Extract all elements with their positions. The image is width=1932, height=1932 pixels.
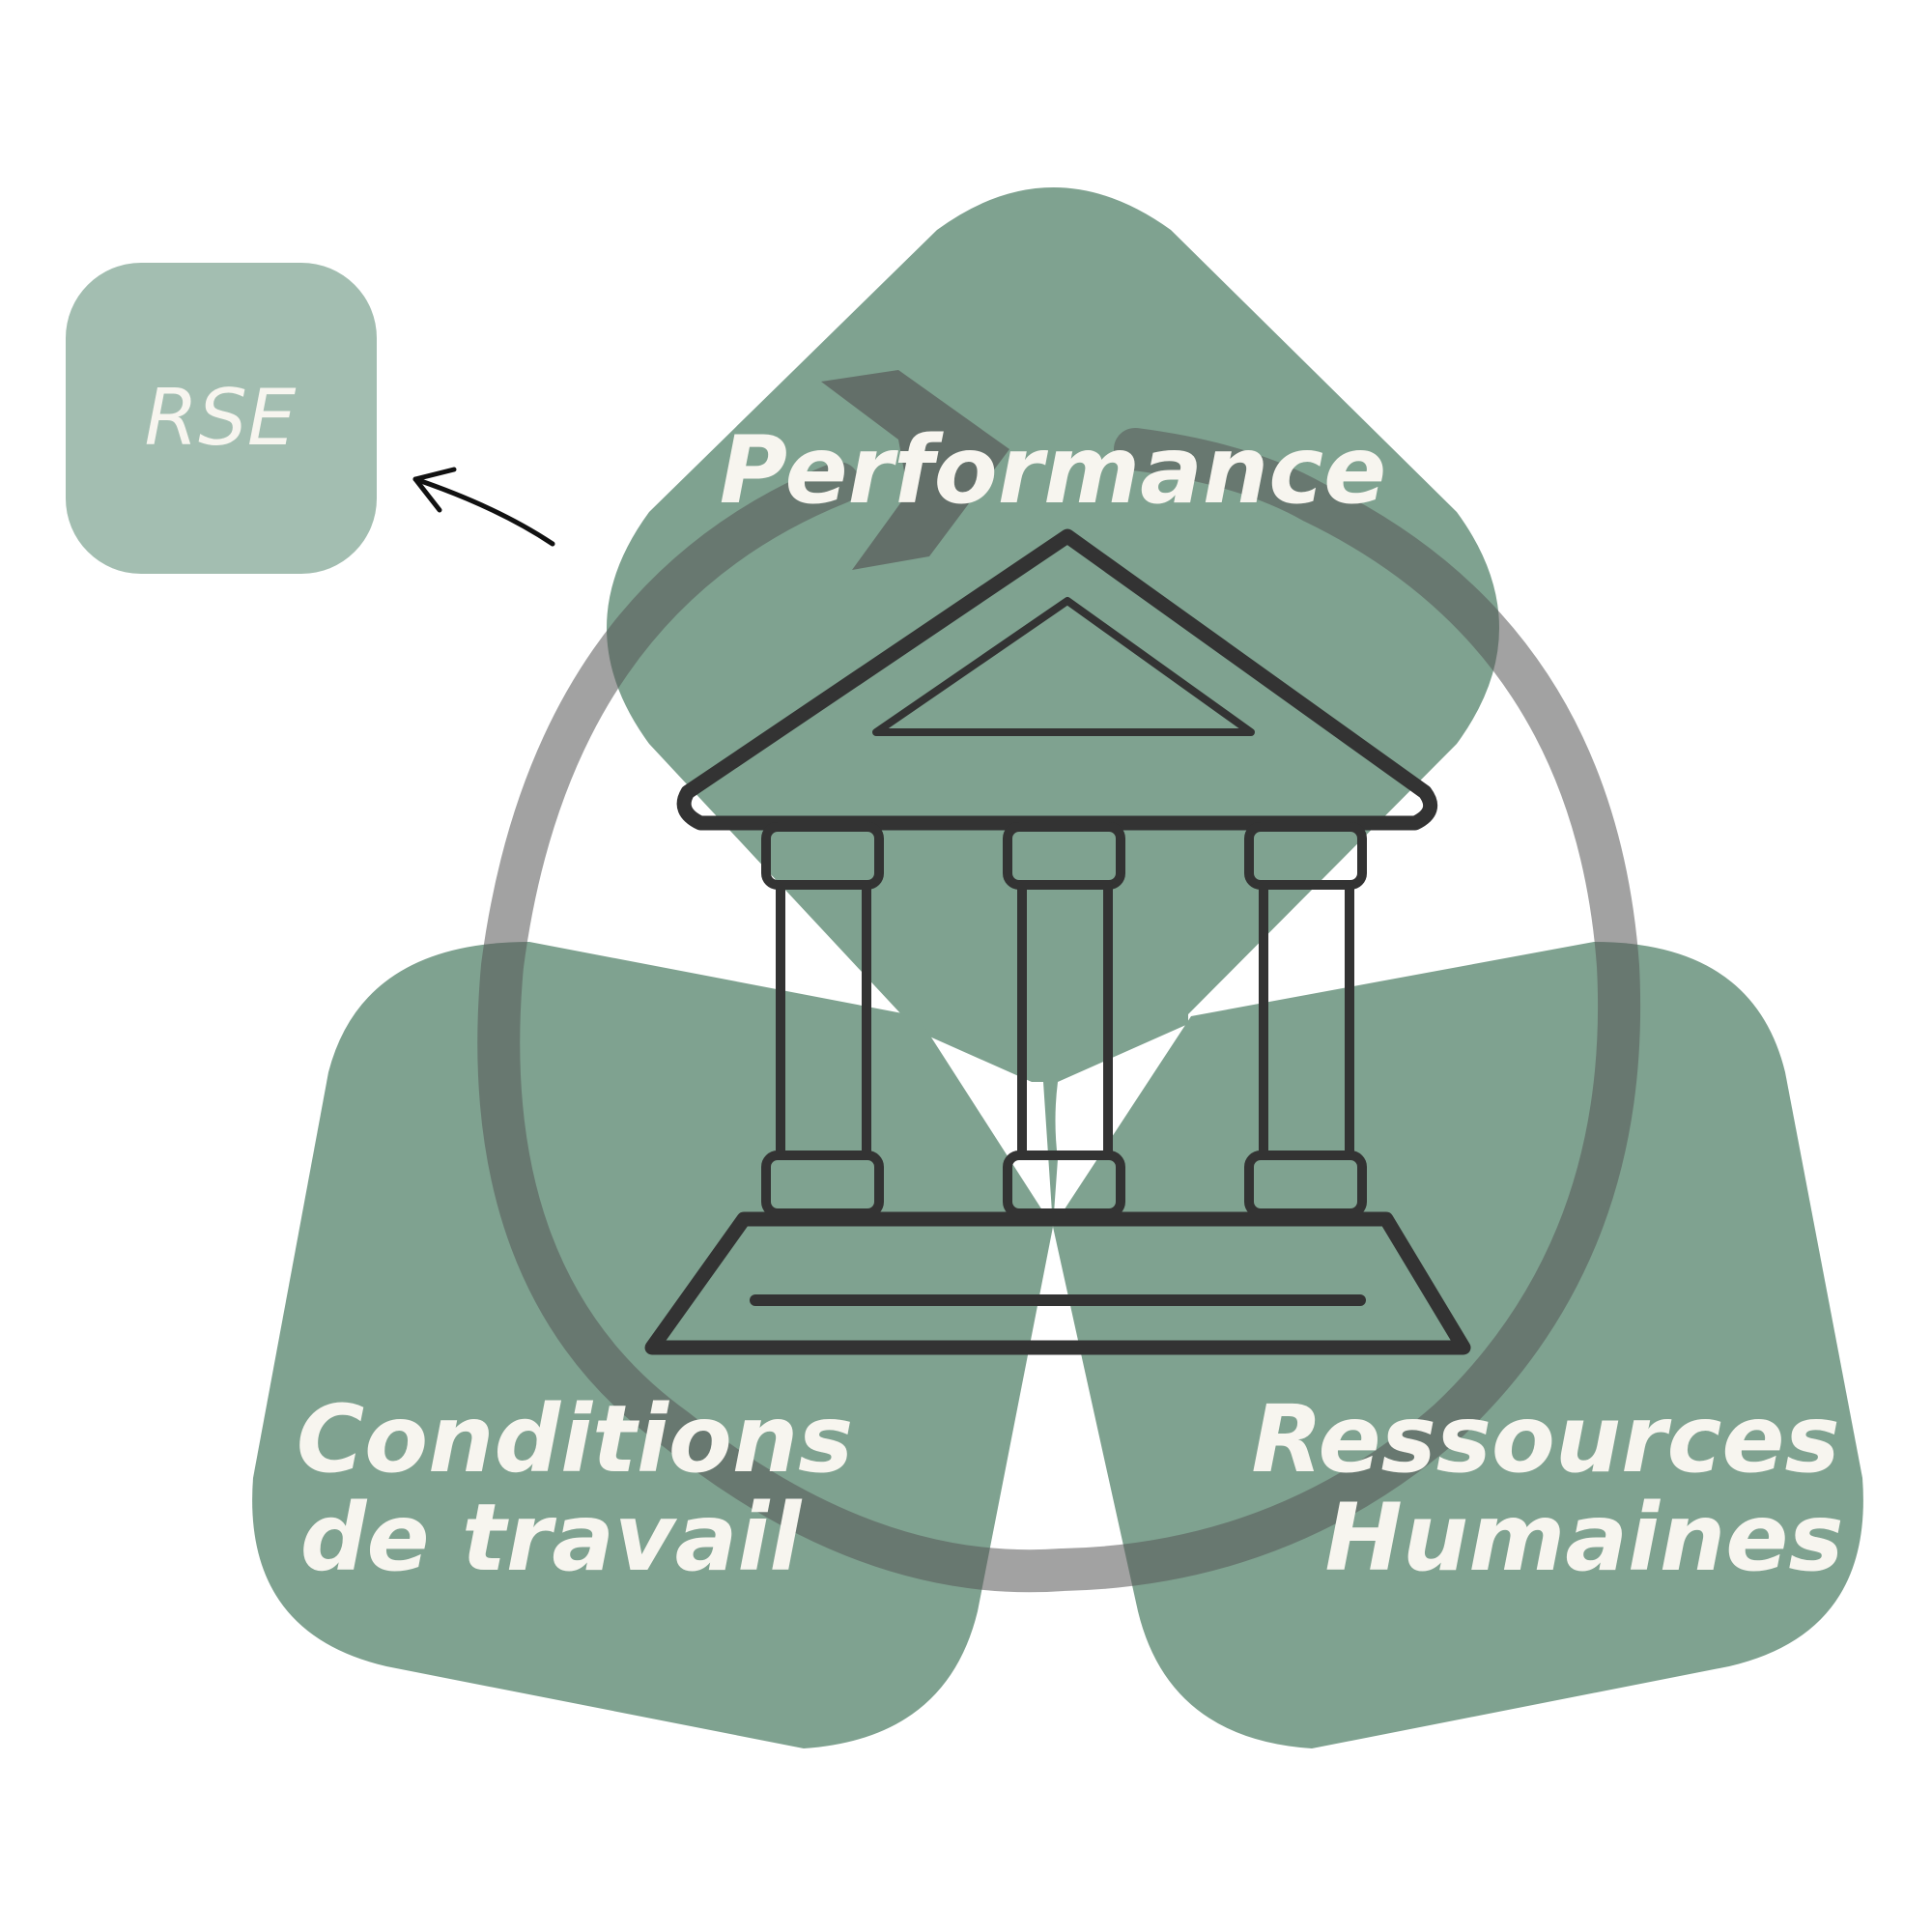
curved-arrow-icon — [412, 467, 555, 547]
petal-right-label-line2: Humaines — [1325, 1484, 1844, 1592]
circular-arrow-icon — [477, 370, 1641, 1593]
petal-right-label-line1: Ressources — [1251, 1385, 1839, 1493]
petal-top-label: Performance — [720, 416, 1386, 525]
rse-box: RSE — [66, 263, 377, 574]
cycle-ring — [477, 428, 1641, 1593]
bank-building-icon — [644, 528, 1471, 1355]
arrow-shaft — [412, 476, 555, 547]
petal-left-label-line2: de travail — [300, 1484, 803, 1592]
rse-label: RSE — [145, 373, 297, 463]
rse-box-background — [66, 263, 377, 574]
petal-top — [607, 187, 1499, 1227]
petal-left-label-line1: Conditions — [297, 1385, 854, 1493]
cycle-arrowhead — [821, 370, 1009, 570]
pediment — [872, 597, 1255, 736]
arrow-head — [412, 467, 457, 513]
stylobate — [644, 1211, 1471, 1355]
